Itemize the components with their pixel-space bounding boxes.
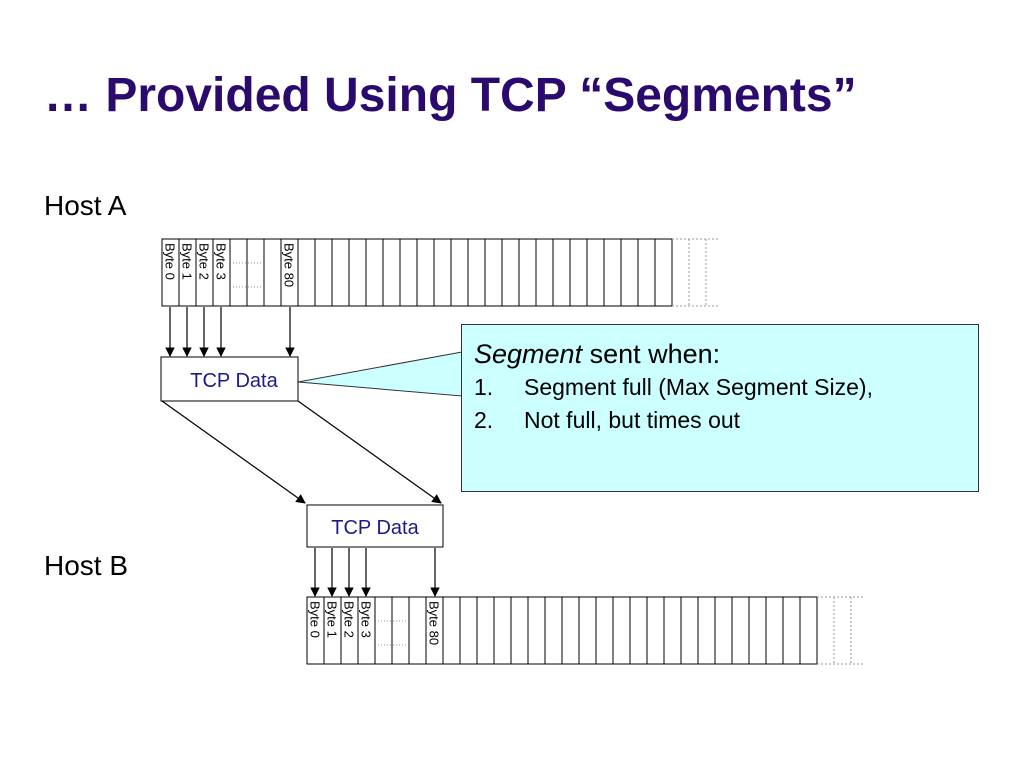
callout-item-2-text: Not full, but times out (524, 407, 741, 433)
host-b-byte-0-label: Byte 0 (308, 601, 323, 638)
callout-heading-italic: Segment (474, 339, 583, 369)
host-b-byte-1-label: Byte 1 (325, 601, 340, 638)
host-a-byte-1-label: Byte 1 (180, 243, 195, 280)
slide-title: … Provided Using TCP “Segments” (44, 69, 857, 122)
callout-pointer (297, 351, 463, 397)
tcp-data-label-b: TCP Data (331, 517, 419, 539)
host-a-last-byte-label: Byte 80 (282, 243, 297, 287)
host-b-byte-2-label: Byte 2 (342, 601, 357, 638)
segment-callout: Segment sent when: 1. Segment full (Max S… (461, 324, 979, 492)
tcp-data-box-a: TCP Data (160, 356, 299, 402)
host-b-byte-3-label: Byte 3 (359, 601, 374, 638)
tcp-data-box-b: TCP Data (306, 504, 444, 548)
host-a-byte-3-label: Byte 3 (214, 243, 229, 280)
callout-item-1-number: 1. (474, 374, 494, 400)
host-a-byte-2-label: Byte 2 (197, 243, 212, 280)
callout-item-2: 2. Not full, but times out (474, 404, 966, 437)
host-b-last-byte-label: Byte 80 (427, 601, 442, 645)
transfer-arrow-right (297, 400, 442, 504)
callout-item-1: 1. Segment full (Max Segment Size), (474, 371, 966, 404)
tcp-data-label-a: TCP Data (190, 370, 278, 392)
callout-list: 1. Segment full (Max Segment Size), 2. Not… (474, 371, 966, 437)
segment-to-host-b-arrows (310, 548, 440, 597)
transfer-arrow-left (161, 400, 306, 504)
callout-heading-rest: sent when: (582, 339, 721, 369)
host-b-label: Host B (44, 550, 129, 581)
callout-heading: Segment sent when: (474, 337, 966, 371)
host-a-to-segment-arrows (165, 307, 295, 357)
host-a-byte-0-label: Byte 0 (163, 243, 178, 280)
callout-item-2-number: 2. (474, 407, 494, 433)
host-a-label: Host A (44, 190, 127, 221)
callout-item-1-text: Segment full (Max Segment Size), (524, 374, 873, 400)
